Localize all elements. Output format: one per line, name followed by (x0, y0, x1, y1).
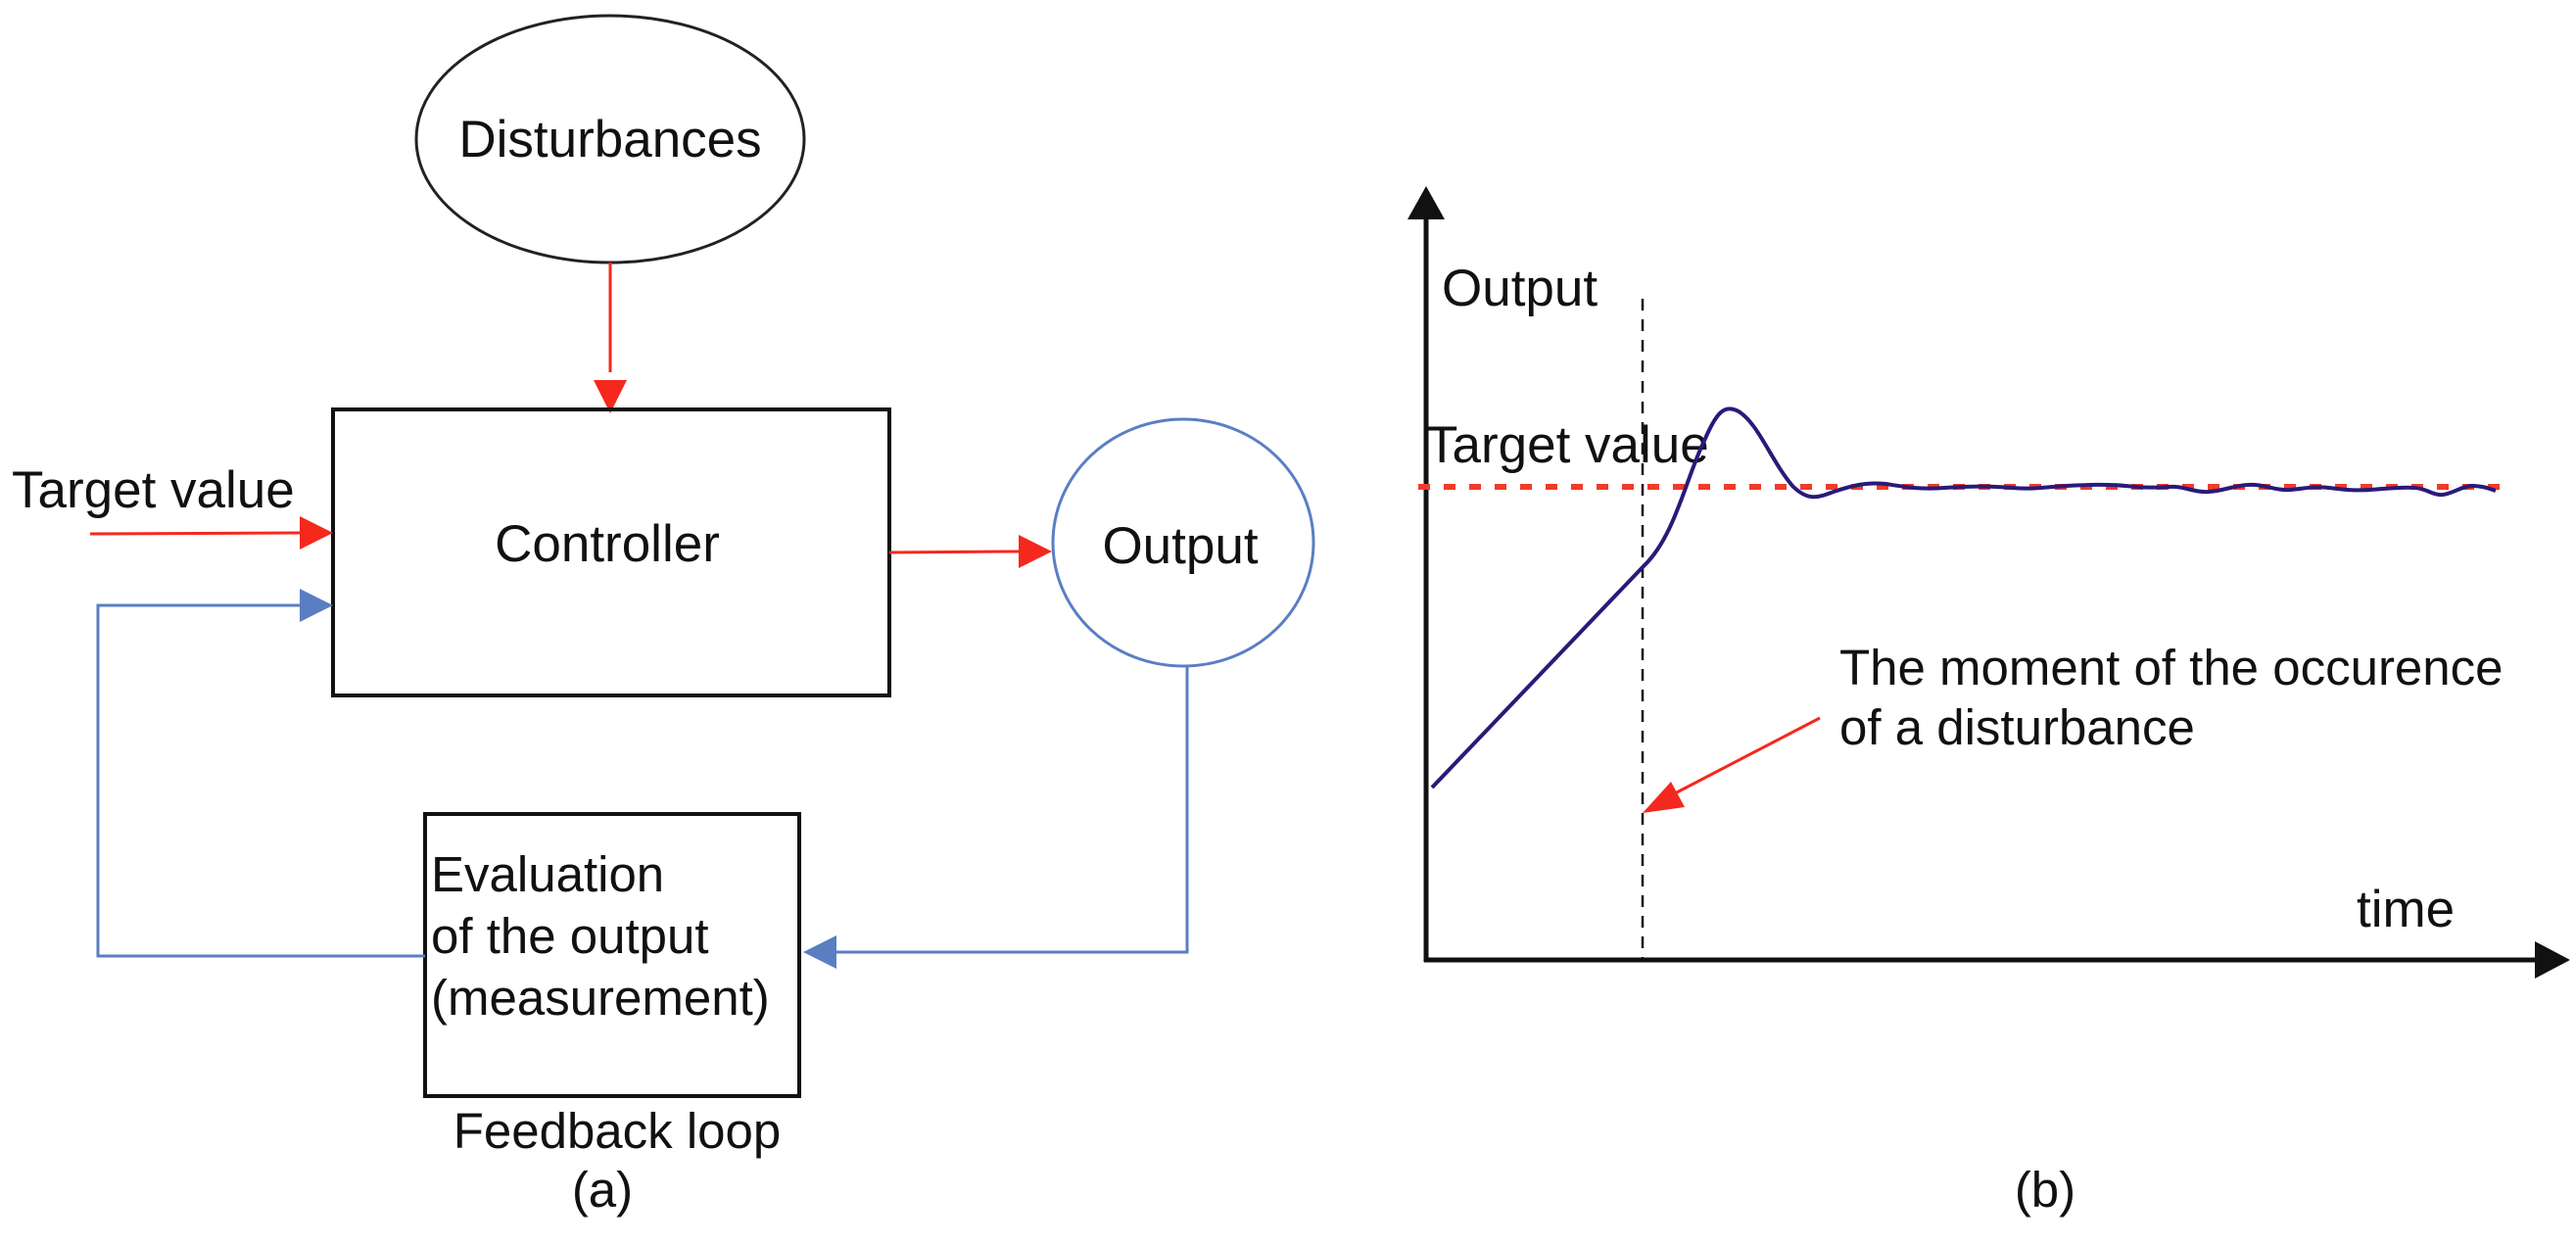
output-node (1051, 417, 1315, 668)
target-value-arrow-head (300, 516, 333, 550)
disturbances-label: Disturbances (458, 111, 761, 168)
evaluation-line-3: (measurement) (431, 970, 770, 1026)
panel-a-caption: (a) (572, 1162, 633, 1218)
panel-b-caption: (b) (2015, 1162, 2075, 1218)
y-axis-arrow-head (1407, 186, 1445, 219)
annotation-line-1: The moment of the occurence (1839, 640, 2504, 695)
evaluation-to-controller-arrow-head (300, 589, 333, 622)
output-to-evaluation-path (836, 666, 1189, 954)
evaluation-line-1: Evaluation (431, 846, 664, 902)
evaluation-line-2: of the output (431, 908, 709, 964)
panel-b: Output time Target value The moment of t… (1407, 186, 2570, 1218)
controller-to-output-arrow-head (1019, 535, 1052, 568)
output-node-label: Output (1102, 517, 1258, 575)
response-curve (1430, 407, 2497, 789)
annotation-arrow (1674, 716, 1821, 795)
annotation-arrow-head (1643, 782, 1685, 813)
panel-a: Disturbances Controller Target value Out… (12, 14, 1315, 1218)
annotation-line-2: of a disturbance (1839, 699, 2195, 755)
disturbance-arrow-head (594, 380, 627, 413)
target-value-line-label: Target value (1426, 416, 1709, 474)
target-value-arrow (89, 531, 301, 536)
y-axis-label: Output (1442, 260, 1598, 317)
x-axis-arrow-head (2535, 941, 2570, 979)
controller-to-output-arrow (888, 550, 1020, 554)
controller-label: Controller (495, 515, 720, 573)
x-axis-label: time (2357, 881, 2455, 938)
feedback-loop-label: Feedback loop (453, 1103, 782, 1159)
evaluation-to-controller-path (96, 603, 425, 958)
target-value-input-label: Target value (12, 461, 295, 519)
output-to-evaluation-arrow-head (803, 935, 836, 969)
